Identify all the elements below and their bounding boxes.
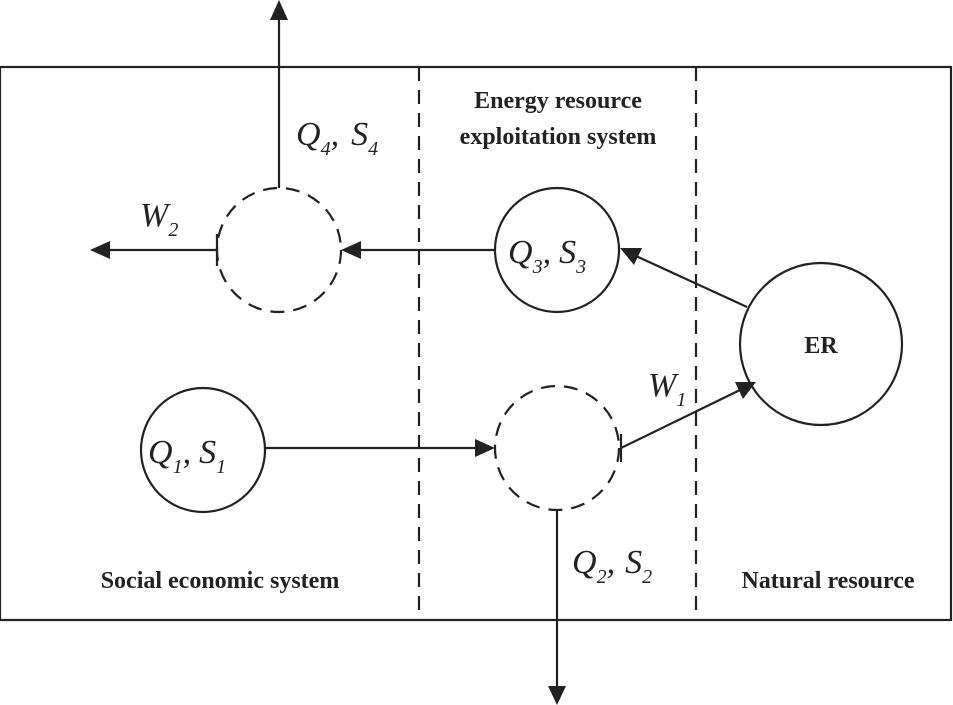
separator: , bbox=[607, 544, 616, 581]
region-label-energy-line1: Energy resource bbox=[474, 88, 642, 114]
s4-symbol: S bbox=[351, 116, 368, 153]
arrow-q1-to-q2-head bbox=[475, 439, 495, 457]
arrow-q4-out-head bbox=[270, 0, 288, 20]
q2-subscript: 2 bbox=[597, 566, 607, 588]
node-q3-s3-label: Q3,S3 bbox=[508, 234, 586, 278]
w2-symbol: W bbox=[140, 197, 171, 234]
q1-subscript: 1 bbox=[173, 456, 183, 478]
region-label-energy-line2: exploitation system bbox=[460, 124, 657, 150]
flow-q4-s4-label: Q4,S4 bbox=[296, 116, 378, 160]
arrow-w1-head bbox=[735, 382, 756, 399]
flow-w2-label: W2 bbox=[140, 197, 178, 241]
s2-subscript: 2 bbox=[642, 566, 652, 588]
w1-subscript: 1 bbox=[676, 389, 686, 411]
s3-symbol: S bbox=[559, 234, 576, 271]
arrow-w1-line bbox=[620, 389, 741, 449]
s3-subscript: 3 bbox=[575, 256, 586, 278]
separator: , bbox=[331, 116, 340, 153]
s2-symbol: S bbox=[625, 544, 642, 581]
node-er bbox=[738, 261, 904, 427]
separator: , bbox=[183, 434, 192, 471]
w1-symbol: W bbox=[648, 367, 679, 404]
node-q1-s1-label: Q1,S1 bbox=[148, 434, 226, 478]
region-label-social: Social economic system bbox=[101, 568, 340, 594]
node-q1-s1 bbox=[139, 386, 267, 514]
flow-w1-label: W1 bbox=[648, 367, 686, 411]
q4-symbol: Q bbox=[296, 116, 321, 153]
q3-symbol: Q bbox=[508, 234, 533, 271]
node-er-label: ER bbox=[804, 333, 838, 359]
q4-subscript: 4 bbox=[321, 138, 331, 160]
arrow-er-to-q3-head bbox=[620, 248, 642, 265]
q3-subscript: 3 bbox=[532, 256, 543, 278]
node-q2-dashed bbox=[493, 384, 621, 512]
region-label-natural: Natural resource bbox=[741, 568, 914, 594]
flow-q2-s2-label: Q2,S2 bbox=[572, 544, 652, 588]
s4-subscript: 4 bbox=[368, 138, 378, 160]
node-q4-dashed bbox=[215, 186, 343, 314]
w2-subscript: 2 bbox=[168, 219, 178, 241]
separator: , bbox=[543, 234, 552, 271]
system-boundary bbox=[0, 65, 953, 622]
arrow-q3-to-q4-head bbox=[341, 241, 361, 259]
s1-symbol: S bbox=[199, 434, 216, 471]
arrow-q2-out-head bbox=[548, 686, 566, 705]
s1-subscript: 1 bbox=[216, 456, 226, 478]
q2-symbol: Q bbox=[572, 544, 597, 581]
arrow-er-to-q3-line bbox=[635, 255, 748, 308]
q1-symbol: Q bbox=[148, 434, 173, 471]
arrow-w2-head bbox=[90, 241, 110, 259]
